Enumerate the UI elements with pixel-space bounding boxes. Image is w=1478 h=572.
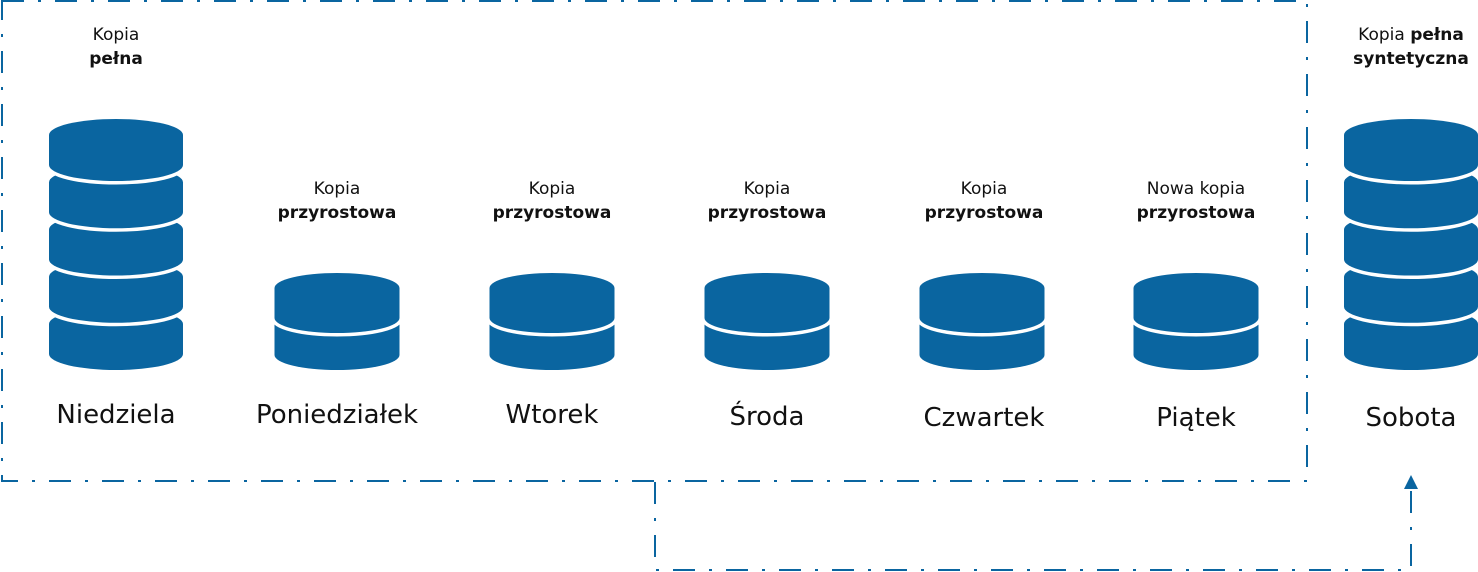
label-sunday: Kopia pełna xyxy=(16,23,216,71)
label-top: Kopia xyxy=(313,179,361,199)
day-saturday: Sobota xyxy=(1365,403,1457,433)
label-bold: przyrostowa xyxy=(492,203,612,223)
label-bold: przyrostowa xyxy=(924,203,1044,223)
day-monday: Poniedziałek xyxy=(255,400,419,430)
label-monday: Kopia przyrostowa xyxy=(237,177,437,225)
day-sunday: Niedziela xyxy=(56,400,176,430)
database-disk xyxy=(1340,115,1478,185)
label-bold: pełna xyxy=(89,49,143,69)
label-top: Kopia xyxy=(1358,25,1405,45)
label-bold: pełna xyxy=(1410,25,1464,45)
week-group-border xyxy=(1,0,1308,482)
day-tuesday: Wtorek xyxy=(505,400,599,430)
label-top: Nowa kopia xyxy=(1146,179,1246,199)
database-incremental-icon xyxy=(486,269,618,371)
database-disk xyxy=(486,269,618,337)
database-incremental-icon xyxy=(701,269,833,371)
day-friday: Piątek xyxy=(1156,403,1236,433)
database-incremental-icon xyxy=(271,269,403,371)
database-disk xyxy=(271,269,403,337)
label-tuesday: Kopia przyrostowa xyxy=(452,177,652,225)
label-bold: przyrostowa xyxy=(707,203,827,223)
label-bold: przyrostowa xyxy=(277,203,397,223)
database-disk xyxy=(45,115,187,185)
label-friday: Nowa kopia przyrostowa xyxy=(1096,177,1296,225)
database-synthetic-full-icon xyxy=(1340,115,1478,370)
connector-line xyxy=(654,482,1412,571)
label-bold: przyrostowa xyxy=(1136,203,1256,223)
label-top: Kopia xyxy=(92,25,140,45)
database-incremental-icon xyxy=(1130,269,1262,371)
label-saturday: Kopia pełna syntetyczna xyxy=(1311,23,1478,71)
label-wednesday: Kopia przyrostowa xyxy=(667,177,867,225)
database-disk xyxy=(1130,269,1262,337)
database-disk xyxy=(916,269,1048,337)
database-disk xyxy=(701,269,833,337)
label-top: Kopia xyxy=(743,179,791,199)
label-bold: syntetyczna xyxy=(1353,49,1469,69)
label-thursday: Kopia przyrostowa xyxy=(884,177,1084,225)
day-wednesday: Środa xyxy=(729,402,805,432)
database-full-icon xyxy=(45,115,187,370)
arrow-head-icon xyxy=(1404,475,1418,489)
label-top: Kopia xyxy=(528,179,576,199)
label-top: Kopia xyxy=(960,179,1008,199)
day-thursday: Czwartek xyxy=(923,403,1045,433)
database-incremental-icon xyxy=(916,269,1048,370)
